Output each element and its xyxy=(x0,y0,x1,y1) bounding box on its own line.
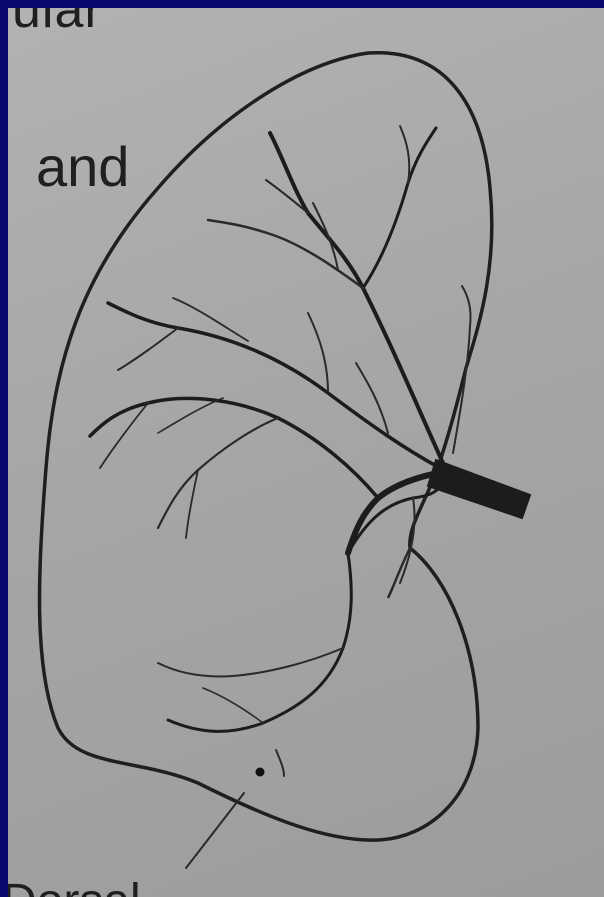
vessel-branch-upper-right xyxy=(363,128,436,288)
vessel-twig-14 xyxy=(158,648,343,676)
vessel-branch-middle xyxy=(108,303,440,468)
vessel-twig-15 xyxy=(203,688,263,723)
vessel-twig-1 xyxy=(400,126,409,183)
pointer-line xyxy=(186,793,244,868)
vessel-branch-lower-left xyxy=(90,398,378,498)
vessel-branch-descending xyxy=(168,553,351,731)
vessel-branch-right xyxy=(453,286,471,453)
vessel-twig-3 xyxy=(266,180,308,213)
vessel-twig-13 xyxy=(400,498,415,583)
vessel-twig-7 xyxy=(356,363,388,433)
vessel-twig-12 xyxy=(158,398,223,433)
vessel-twig-5 xyxy=(118,328,178,370)
inner-lobe-line xyxy=(388,548,410,598)
diagram-figure: ular and Dorsal xyxy=(8,8,604,897)
vessel-stump xyxy=(428,460,530,518)
bottom-small-vessel xyxy=(276,750,284,776)
main-vessel-trunk xyxy=(348,473,438,553)
vessel-twig-9 xyxy=(158,418,278,528)
organ-illustration xyxy=(8,8,604,897)
marker-dot xyxy=(256,768,265,777)
